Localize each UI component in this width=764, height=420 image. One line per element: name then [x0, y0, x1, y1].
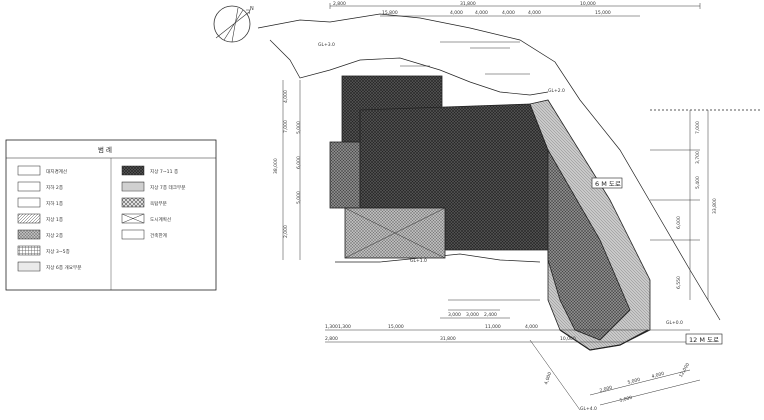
bottom-dim-label: 1,300	[338, 324, 351, 330]
left-dim-label: 2,000	[283, 225, 289, 238]
bottom-dim-label: 3,000	[448, 312, 461, 318]
top-dim-label: 15,800	[382, 10, 398, 16]
bottom-dim-label: 11,000	[485, 324, 501, 330]
left-dim-label: 38,000	[273, 158, 279, 174]
legend-label: 지상 2층	[46, 232, 63, 239]
left-dim-label: 7,000	[283, 120, 289, 133]
bottom-dimension-lines	[325, 317, 690, 343]
bottom-dim-label: 10,000	[560, 336, 576, 342]
legend-label: 지상 6층 개요부분	[46, 264, 81, 271]
legend-label: 도시계획선	[150, 216, 171, 223]
road-label-south: 12 M 도로	[685, 333, 723, 345]
angled-dim-label: 4,000	[543, 371, 553, 385]
top-dim-label: 4,000	[502, 10, 515, 16]
legend-label: 지하 2층	[46, 184, 63, 191]
top-dim-label: 2,800	[333, 1, 346, 7]
legend-label: 옥탑부분	[150, 200, 167, 207]
legend-label: 지상 3~5층	[46, 248, 70, 255]
north-label: N	[250, 6, 254, 12]
north-arrow: N	[213, 5, 254, 43]
angled-dim-label: 5,000	[627, 377, 641, 386]
top-dim-label: 10,000	[580, 1, 596, 7]
legend-label: 지상 7~11 층	[150, 168, 178, 175]
legend-swatch	[17, 165, 41, 176]
right-dim-label: 33,800	[712, 198, 718, 214]
legend-box: 범 례	[5, 139, 217, 291]
top-dimension-labels: 2,800 31,800 10,000 15,800 4,000 4,000 4…	[333, 1, 611, 16]
left-dim-label: 4,000	[283, 90, 289, 103]
angled-dim-label: 5,000	[619, 395, 633, 404]
bottom-dim-label: 15,000	[388, 324, 404, 330]
legend-label: 지상 7층 데크부분	[150, 184, 185, 191]
right-dim-label: 6,000	[676, 216, 682, 229]
right-dimension-labels: 7,000 3,700 5,400 6,000 6,550 33,800	[676, 121, 718, 289]
level-mark: GL+1.0	[410, 258, 427, 264]
level-mark: GL+0.0	[666, 320, 683, 326]
bottom-dim-label: 3,000	[466, 312, 479, 318]
legend-swatch	[121, 229, 145, 240]
angled-dim-label: 4,000	[651, 371, 665, 380]
right-dim-label: 5,400	[695, 176, 701, 189]
left-dim-label: 6,000	[296, 156, 302, 169]
top-dim-label: 4,000	[528, 10, 541, 16]
bottom-dimension-labels: 1,300 1,300 15,000 11,000 4,000 2,800 31…	[325, 312, 576, 342]
top-dim-label: 15,000	[595, 10, 611, 16]
road-label-east: 6 M 도로	[591, 177, 623, 189]
left-dimension-lines	[282, 80, 301, 260]
legend-label: 지상 1층	[46, 216, 63, 223]
level-mark: GL+3.0	[318, 42, 335, 48]
legend-label: 건축한계	[150, 232, 167, 239]
east-wing-upper	[547, 148, 631, 341]
bottom-dim-label: 2,400	[484, 312, 497, 318]
legend-swatch	[17, 213, 41, 224]
legend-label: 지하 1층	[46, 200, 63, 207]
right-dim-label: 7,000	[695, 121, 701, 134]
top-dimension-lines	[329, 3, 701, 17]
legend-swatch	[121, 181, 145, 192]
top-dim-label: 4,000	[475, 10, 488, 16]
bottom-dim-label: 2,800	[325, 336, 338, 342]
angled-dim-label: 2,000	[599, 385, 613, 394]
bottom-dim-label: 31,800	[440, 336, 456, 342]
angled-dimensions: 4,000 2,000 5,000 4,000 5,000 12,000	[529, 339, 701, 411]
level-mark: GL+2.0	[548, 88, 565, 94]
legend-swatch	[17, 229, 41, 240]
left-dimension-labels: 4,000 7,000 5,000 6,000 5,000 2,000 38,0…	[273, 90, 302, 238]
right-dim-label: 6,550	[676, 276, 682, 289]
building-dim-lines	[400, 41, 540, 311]
bottom-dim-label: 1,300	[325, 324, 338, 330]
right-dimension-lines	[650, 110, 709, 300]
legend-swatch	[17, 197, 41, 208]
right-dim-label: 3,700	[695, 151, 701, 164]
legend-title: 범 례	[98, 145, 112, 154]
legend-swatch	[17, 181, 41, 192]
left-dim-label: 5,000	[296, 121, 302, 134]
building-footprint	[329, 75, 651, 351]
legend-swatch-mark	[121, 213, 145, 224]
top-dim-label: 31,800	[460, 1, 476, 7]
level-mark: GL+4.0	[580, 406, 597, 412]
legend-label: 대지경계선	[46, 168, 67, 175]
bottom-dim-label: 4,000	[525, 324, 538, 330]
road-east-text: 6 M 도로	[595, 180, 621, 188]
legend-swatch	[121, 197, 145, 208]
left-dim-label: 5,000	[296, 191, 302, 204]
top-dim-label: 4,000	[450, 10, 463, 16]
legend-swatch	[17, 245, 41, 256]
legend-swatch	[17, 261, 41, 272]
legend-swatch	[121, 165, 145, 176]
road-south-text: 12 M 도로	[689, 336, 719, 344]
west-wing	[329, 141, 361, 209]
